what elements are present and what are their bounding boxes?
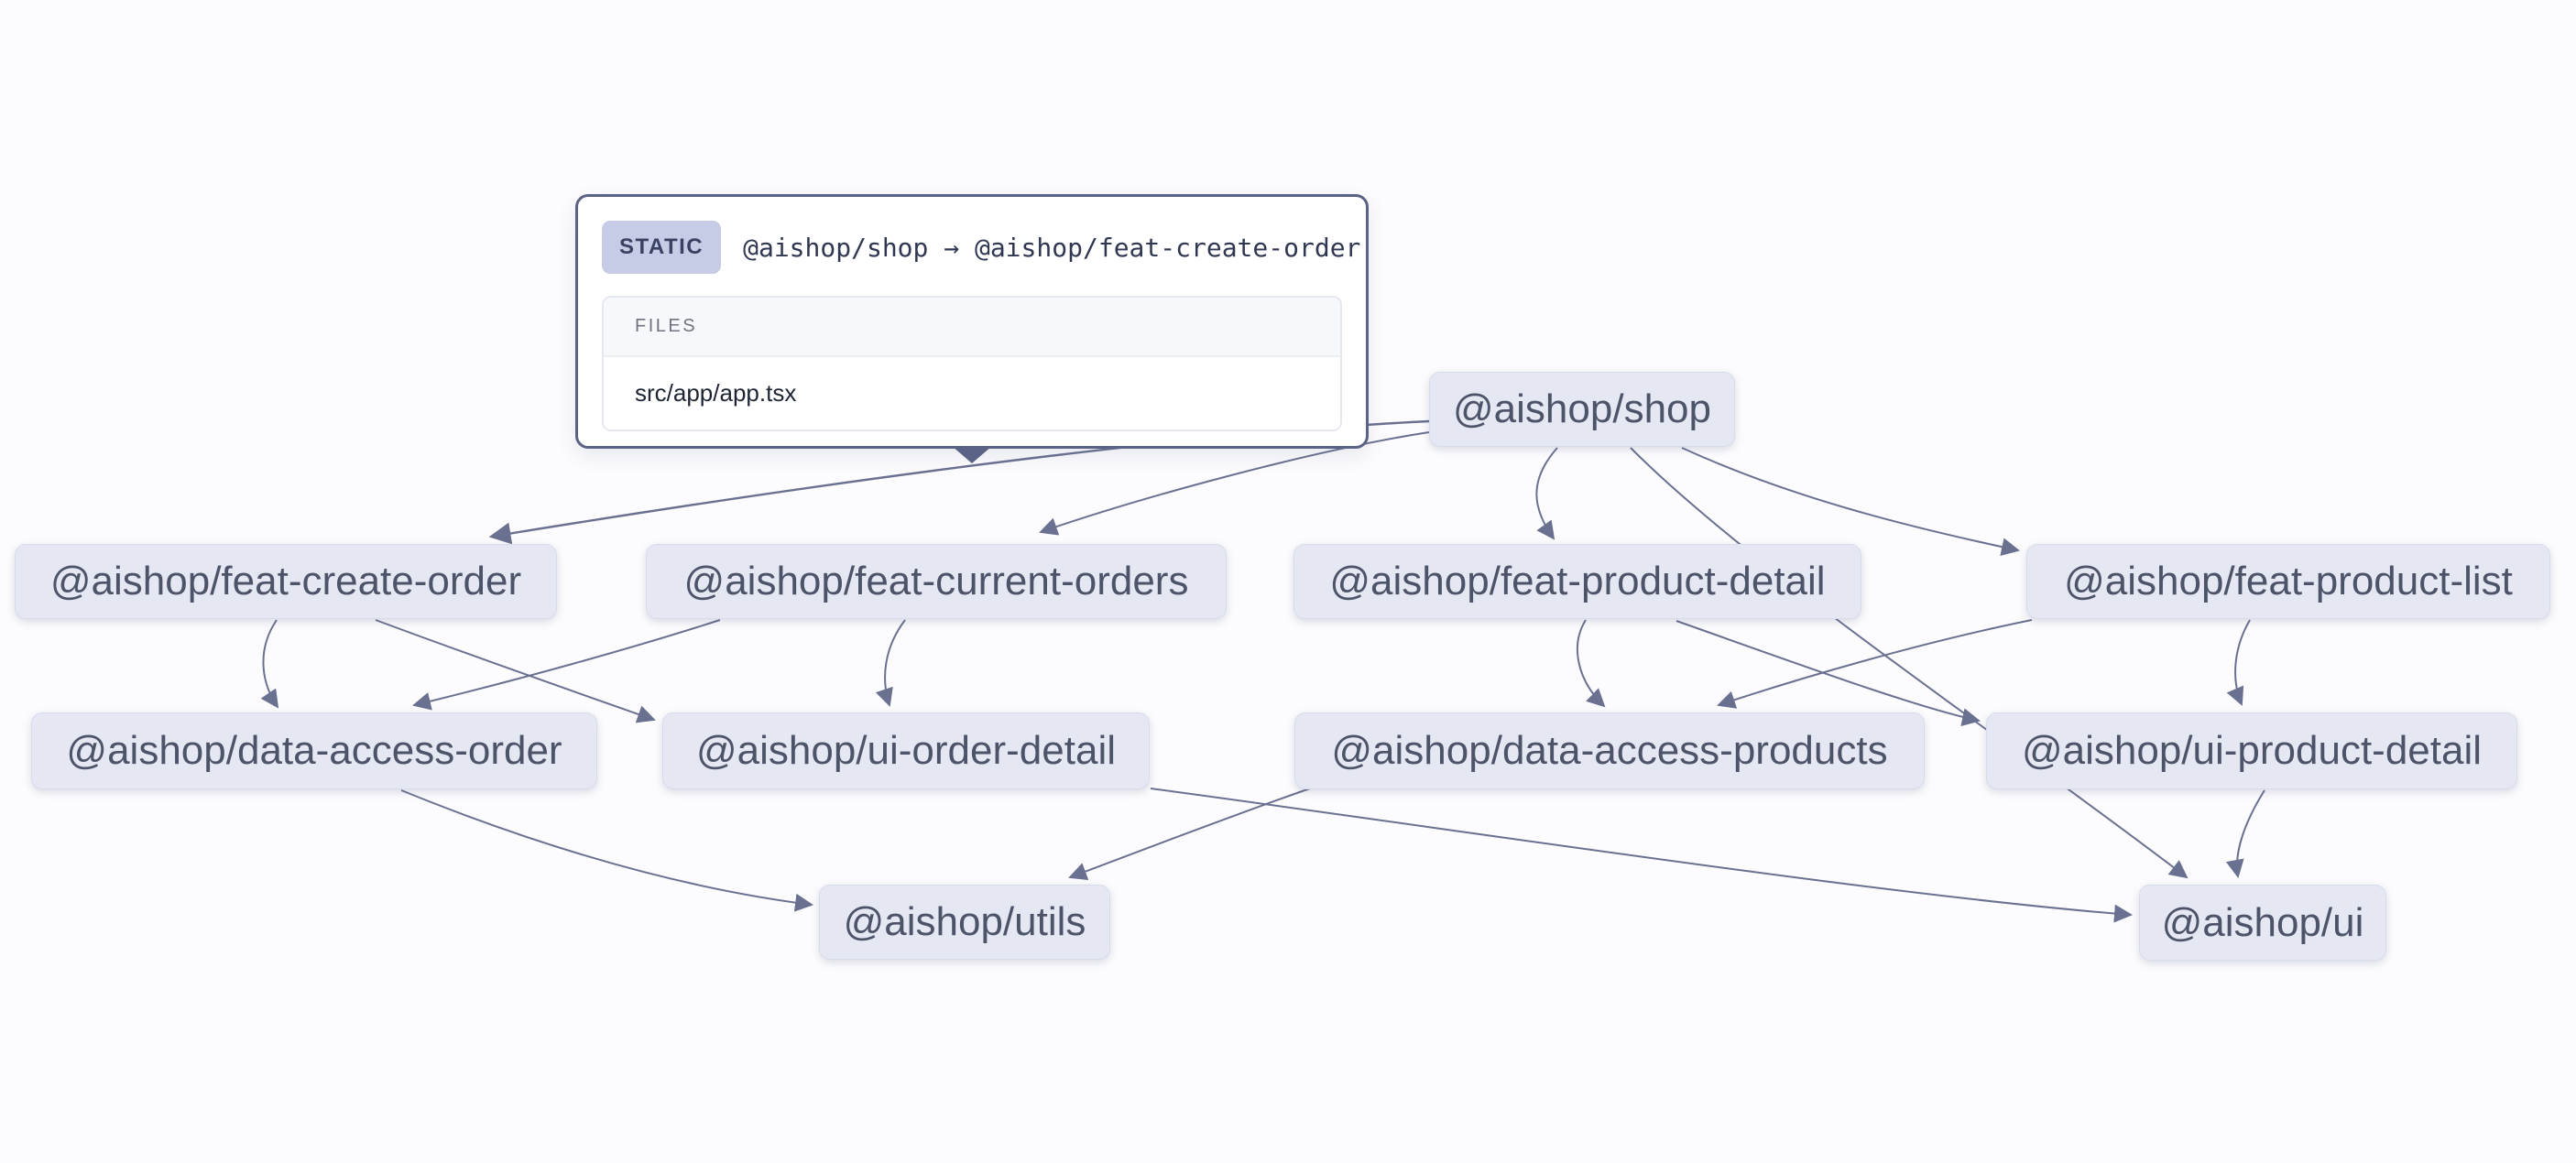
edge-shop-to-feat-product-list[interactable]: [1681, 447, 2020, 557]
edge-data-access-order-to-utils[interactable]: [400, 789, 813, 912]
edge-feat-product-list-to-data-access-products[interactable]: [1717, 619, 2033, 709]
graph-node-feat-product-list[interactable]: @aishop/feat-product-list: [2026, 544, 2550, 619]
edge-feat-product-list-to-ui-product-detail[interactable]: [2226, 619, 2251, 706]
edge-ui-product-detail-to-ui[interactable]: [2225, 789, 2265, 878]
edge-feat-current-orders-to-data-access-order[interactable]: [412, 619, 721, 711]
graph-node-utils[interactable]: @aishop/utils: [819, 885, 1110, 960]
edge-feat-product-detail-to-ui-product-detail[interactable]: [1675, 620, 1981, 727]
edge-feat-product-detail-to-data-access-products[interactable]: [1576, 619, 1606, 708]
edge-shop-to-feat-product-detail[interactable]: [1535, 447, 1558, 540]
graph-node-feat-current-orders[interactable]: @aishop/feat-current-orders: [646, 544, 1227, 619]
graph-node-ui-product-detail[interactable]: @aishop/ui-product-detail: [1986, 712, 2517, 789]
files-panel-header: FILES: [604, 298, 1340, 357]
files-panel: FILES src/app/app.tsx: [602, 296, 1342, 431]
edge-shop-to-ui[interactable]: [1630, 447, 2189, 879]
graph-node-data-access-products[interactable]: @aishop/data-access-products: [1294, 712, 1925, 789]
graph-node-ui[interactable]: @aishop/ui: [2139, 885, 2386, 961]
tooltip-header: STATIC @aishop/shop → @aishop/feat-creat…: [602, 221, 1360, 274]
edge-tooltip-title: @aishop/shop → @aishop/feat-create-order: [743, 232, 1361, 263]
graph-node-ui-order-detail[interactable]: @aishop/ui-order-detail: [662, 712, 1150, 789]
edge-type-badge: STATIC: [602, 221, 722, 274]
graph-node-data-access-order[interactable]: @aishop/data-access-order: [31, 712, 597, 789]
file-path-row: src/app/app.tsx: [604, 357, 1340, 429]
tooltip-caret-icon: [952, 446, 992, 463]
edge-ui-order-detail-to-ui[interactable]: [1150, 788, 2133, 923]
graph-node-feat-product-detail[interactable]: @aishop/feat-product-detail: [1293, 544, 1861, 619]
graph-node-feat-create-order[interactable]: @aishop/feat-create-order: [15, 544, 557, 619]
edge-tooltip: STATIC @aishop/shop → @aishop/feat-creat…: [575, 194, 1369, 463]
edge-feat-create-order-to-ui-order-detail[interactable]: [375, 619, 656, 723]
edge-feat-create-order-to-data-access-order[interactable]: [260, 619, 279, 709]
edge-feat-current-orders-to-ui-order-detail[interactable]: [875, 619, 906, 707]
edge-shop-to-feat-current-orders[interactable]: [1039, 431, 1430, 536]
edge-data-access-products-to-utils[interactable]: [1068, 788, 1311, 881]
graph-node-shop[interactable]: @aishop/shop: [1429, 372, 1735, 447]
